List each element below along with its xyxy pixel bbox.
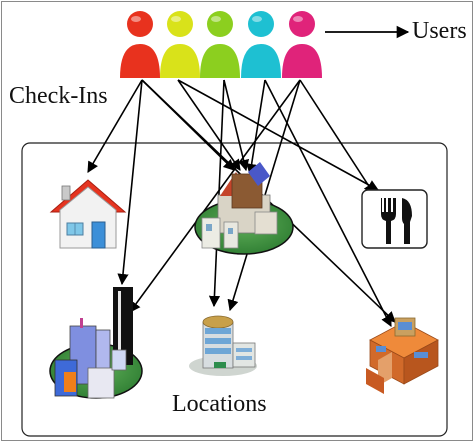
locations-label: Locations <box>172 391 267 417</box>
users-group <box>120 11 322 78</box>
checkin-arrow-user-red-to-house <box>87 79 143 173</box>
city-skyscrapers-icon <box>49 287 143 399</box>
checkins-label: Check-Ins <box>9 83 108 109</box>
user-green-person-icon <box>200 11 240 78</box>
house-icon <box>49 179 127 249</box>
user-magenta-person-icon <box>282 11 322 78</box>
locations-box <box>21 142 448 437</box>
checkin-arrow-user-green-to-office <box>208 79 225 308</box>
user-yellow-person-icon <box>160 11 200 78</box>
user-red-person-icon <box>120 11 160 78</box>
checkin-arrow-user-magenta-to-city <box>129 79 301 313</box>
checkin-arrow-user-cyan-to-mall <box>264 79 392 327</box>
checkin-arrow-user-magenta-to-restaurant <box>299 79 375 195</box>
user-cyan-person-icon <box>241 11 281 78</box>
shopping-mall-icon <box>366 317 439 394</box>
office-building-icon <box>189 315 257 376</box>
checkin-arrow-user-yellow-to-castle <box>177 79 241 171</box>
checkin-arrow-user-green-to-castle <box>223 79 250 172</box>
checkin-arrow-user-red-to-city <box>117 79 143 286</box>
castle-icon <box>194 162 294 255</box>
checkin-arrow-user-cyan-to-castle <box>246 79 266 176</box>
checkin-arrow-user-yellow-to-restaurant <box>177 79 379 191</box>
fork-knife-icon <box>361 189 428 249</box>
users-label: Users <box>412 18 467 44</box>
